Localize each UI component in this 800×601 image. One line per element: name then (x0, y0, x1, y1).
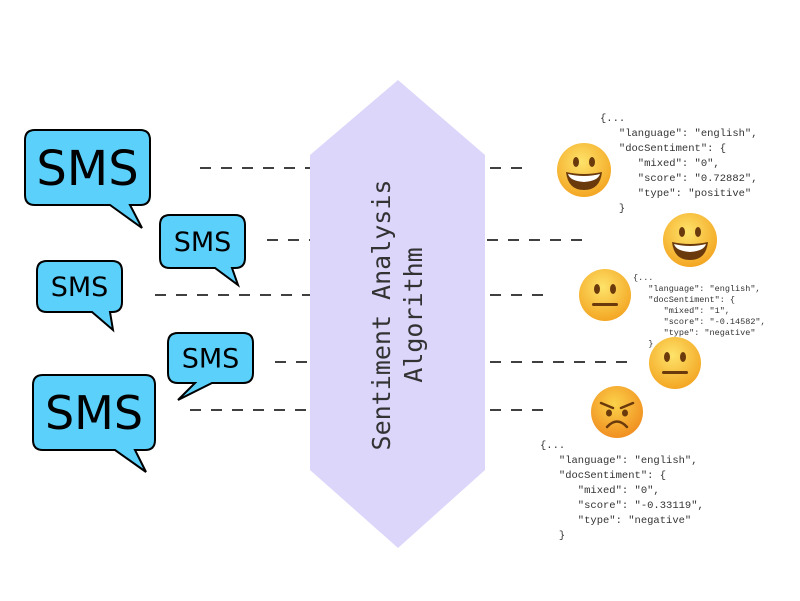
json-line: } (540, 530, 565, 542)
json-line: } (633, 339, 653, 349)
json-line: "type": "negative" (540, 515, 691, 527)
json-line: "type": "negative" (633, 328, 755, 338)
json-line: "mixed": "0", (600, 158, 720, 170)
sms-label: SMS (174, 227, 232, 258)
json-line: "mixed": "0", (540, 485, 660, 497)
speech-bubble-shape (24, 129, 151, 229)
json-line: } (600, 203, 625, 215)
neutral-face-icon (579, 269, 631, 321)
speech-bubble-shape (167, 332, 254, 401)
json-result: {... "language": "english", "docSentimen… (633, 273, 766, 349)
json-line: "score": "0.72882", (600, 173, 758, 185)
connector-lines (155, 167, 628, 411)
json-line: "score": "-0.33119", (540, 500, 704, 512)
json-line: "score": "-0.14582", (633, 317, 766, 327)
sms-label: SMS (182, 344, 240, 375)
algorithm-hexagon (310, 80, 485, 548)
speech-bubble-shape (159, 214, 246, 288)
sms-bubble: SMS (159, 214, 246, 288)
sms-bubble: SMS (24, 129, 151, 229)
angry-face-icon (591, 386, 643, 438)
json-result: {... "language": "english", "docSentimen… (600, 113, 758, 215)
sms-label: SMS (45, 386, 143, 440)
json-line: "language": "english", (540, 455, 698, 467)
json-line: "language": "english", (600, 128, 758, 140)
json-line: "mixed": "1", (633, 306, 730, 316)
sms-bubbles: SMS SMS SMS SMS SMS (24, 129, 254, 473)
algorithm-label-line1: Sentiment Analysis (367, 180, 396, 451)
json-line: "type": "positive" (600, 188, 751, 200)
speech-bubble-shape (36, 260, 123, 333)
emojis (557, 143, 717, 438)
json-line: "language": "english", (633, 284, 761, 294)
json-line: {... (540, 440, 565, 452)
grinning-face-icon (557, 143, 611, 197)
sms-label: SMS (36, 141, 138, 197)
json-line: {... (600, 113, 625, 125)
json-line: "docSentiment": { (633, 295, 735, 305)
json-line: {... (633, 273, 653, 283)
neutral-face-icon (649, 337, 701, 389)
json-results: {... "language": "english", "docSentimen… (540, 113, 766, 542)
json-line: "docSentiment": { (540, 470, 666, 482)
algorithm-label: Sentiment Analysis Algorithm (367, 180, 428, 451)
algorithm-label-line2: Algorithm (399, 247, 428, 382)
sms-bubble: SMS (36, 260, 123, 333)
sms-bubble: SMS (32, 374, 156, 473)
json-result: {... "language": "english", "docSentimen… (540, 440, 704, 542)
speech-bubble-shape (32, 374, 156, 473)
grinning-face-icon (663, 213, 717, 267)
sms-label: SMS (51, 272, 109, 303)
sms-bubble: SMS (167, 332, 254, 401)
json-line: "docSentiment": { (600, 143, 726, 155)
